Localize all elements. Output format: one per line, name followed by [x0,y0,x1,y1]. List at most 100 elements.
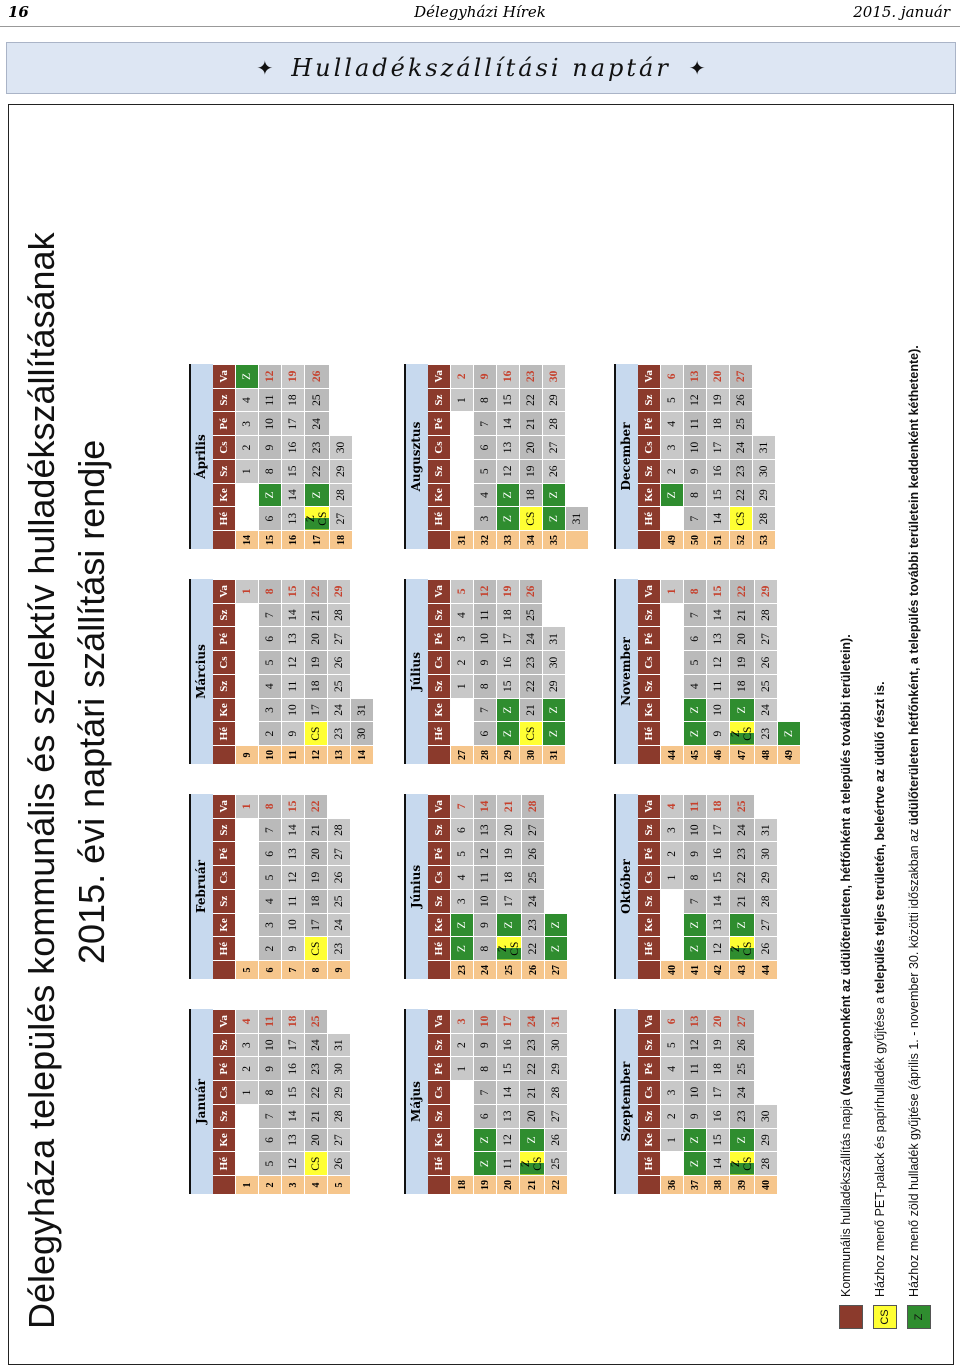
legend-text-bold: (vasárnaponként az üdülőterületen, hétfő… [839,634,853,1096]
week-header-cell [638,745,661,764]
day-cell: 25 [544,1151,568,1176]
day-cell: 19 [496,841,522,866]
day-cell [777,626,801,651]
day-cell: Z [496,483,520,507]
day-cell: 21 [519,1080,545,1105]
day-cell: 1 [450,674,474,699]
day-cell: 17 [281,1033,305,1057]
week-number: 27 [544,960,568,979]
day-cell: 24 [304,1033,328,1057]
day-cell [235,818,259,842]
day-cell: 2 [235,1056,259,1081]
day-cell: 30 [544,1033,568,1057]
month-header: November [616,579,638,764]
day-cell: 1 [235,794,259,819]
day-cell: Z [542,721,566,746]
day-header: Sz [213,388,236,412]
day-cell: 24 [519,626,543,651]
week-number: 13 [327,745,351,764]
banner-title: Hulladékszállítási naptár [291,54,671,82]
day-header: Hé [213,1151,236,1176]
page-header: 16 Délegyházi Hírek 2015. január [0,0,960,27]
day-cell: 29 [754,865,778,890]
day-cell [660,626,684,651]
day-cell: 16 [706,1104,730,1129]
day-cell: 1 [235,1080,259,1105]
day-header: Pé [638,626,661,651]
day-cell: 11 [706,674,730,699]
day-cell: 27 [544,1104,568,1129]
day-cell: 25 [729,1056,755,1081]
day-cell: 2 [258,936,282,961]
day-cell: 20 [706,1009,730,1034]
week-number: 44 [754,960,778,979]
day-cell: 26 [521,841,545,866]
week-number: 42 [706,960,730,979]
day-cell: 26 [729,388,753,412]
day-header: Hé [213,936,236,961]
day-cell: 27 [729,1009,755,1034]
day-header: Sz [428,1033,451,1057]
calendar-heading-line1: Délegyháza település kommunális és szele… [21,232,62,1329]
day-cell: 20 [496,818,522,842]
week-header-cell [428,1175,451,1194]
day-header: Pé [213,411,236,436]
day-cell: 30 [752,459,776,484]
day-cell: 18 [496,603,520,627]
day-cell: 23 [327,936,351,961]
day-cell: 11 [473,603,497,627]
day-cell: 2 [660,459,684,484]
day-cell: 26 [729,1033,755,1057]
day-cell [450,1080,474,1105]
day-cell: Z [544,913,568,937]
day-cell [777,603,801,627]
day-cell: 15 [706,483,730,507]
day-cell: 10 [683,1080,707,1105]
day-cell: 12 [496,459,520,484]
day-cell: 27 [729,364,753,389]
week-number: 5 [327,1175,351,1194]
week-number: 34 [519,530,543,549]
month-name: November [619,637,633,706]
day-cell: 15 [496,1056,520,1081]
day-cell: 5 [473,459,497,484]
day-cell: 5 [683,650,707,675]
week-row: 31 [565,364,589,549]
day-header: Hé [638,721,661,746]
week-header-cell [428,960,451,979]
day-cell: 2 [258,721,282,746]
day-cell: 22 [521,936,545,961]
day-header: Sz [213,674,236,699]
day-header: Pé [213,626,236,651]
day-cell: 22 [519,388,543,412]
week-number: 11 [281,745,305,764]
week-number: 15 [258,530,282,549]
day-cell [542,603,566,627]
day-cell: 20 [304,626,328,651]
day-cell: CS [304,721,328,746]
day-cell: 13 [706,626,730,651]
day-cell [235,698,259,722]
day-cell [660,650,684,675]
day-cell: 6 [473,1104,497,1129]
month-name: December [619,422,633,491]
day-cell [329,411,353,436]
day-cell: 26 [304,364,330,389]
day-header: Hé [213,721,236,746]
day-cell: 25 [729,411,753,436]
day-cell: Z [542,698,566,722]
